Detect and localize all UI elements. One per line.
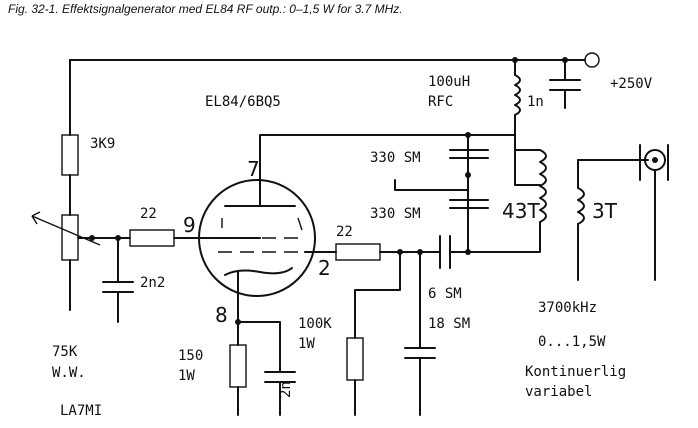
label-pot: 75K: [52, 344, 78, 360]
label-choke-value: 100uH: [428, 74, 470, 90]
label-frequency: 3700kHz: [538, 300, 597, 316]
figure-caption: Fig. 32-1. Effektsignalgenerator med EL8…: [8, 2, 403, 16]
pin-screen: 2: [318, 256, 331, 280]
cathode-network: [229, 295, 296, 416]
label-leak-res: 100K: [298, 316, 332, 332]
label-3k9: 3K9: [90, 136, 115, 152]
label-output-cap: 18 SM: [428, 316, 470, 332]
label-link-coil: 3T: [592, 199, 618, 223]
label-supply-cap: 1n: [527, 94, 544, 110]
supply-terminal-icon: [584, 52, 600, 68]
tank-circuit: [259, 59, 581, 255]
label-supply: +250V: [610, 76, 653, 92]
label-grid-cap: 2n2: [140, 275, 165, 291]
label-tank-coil: 43T: [502, 199, 540, 223]
output-link: [577, 144, 669, 281]
label-tank-cap-lower: 330 SM: [370, 206, 421, 222]
label-tank-cap-upper: 330 SM: [370, 150, 421, 166]
label-cathode-res-w: 1W: [178, 368, 195, 384]
pin-cathode: 8: [215, 303, 228, 327]
coupling-cap: [439, 235, 469, 269]
label-cathode-res: 150: [178, 348, 203, 364]
resistor-3k9: [61, 59, 79, 216]
label-grid-res: 22: [140, 206, 157, 222]
label-note-line2: variabel: [525, 384, 592, 400]
label-coupling-cap: 6 SM: [428, 286, 462, 302]
potentiometer-75k: [31, 211, 101, 311]
label-pot-type: W.W.: [52, 365, 86, 381]
screen-network: [304, 243, 441, 416]
label-cathode-cap: 2n: [278, 381, 294, 398]
label-leak-res-w: 1W: [298, 336, 315, 352]
grid-input: [91, 229, 261, 323]
label-anode-res: 22: [336, 224, 353, 240]
pin-grid: 9: [183, 213, 196, 237]
label-choke-name: RFC: [428, 94, 453, 110]
label-note-line1: Kontinuerlig: [525, 364, 626, 380]
pin-anode: 7: [247, 157, 260, 181]
supply-rail: [69, 52, 600, 68]
tube-el84: [198, 167, 316, 297]
label-author: LA7MI: [60, 403, 102, 419]
label-power-range: 0...1,5W: [538, 334, 606, 350]
label-tube: EL84/6BQ5: [205, 94, 281, 110]
